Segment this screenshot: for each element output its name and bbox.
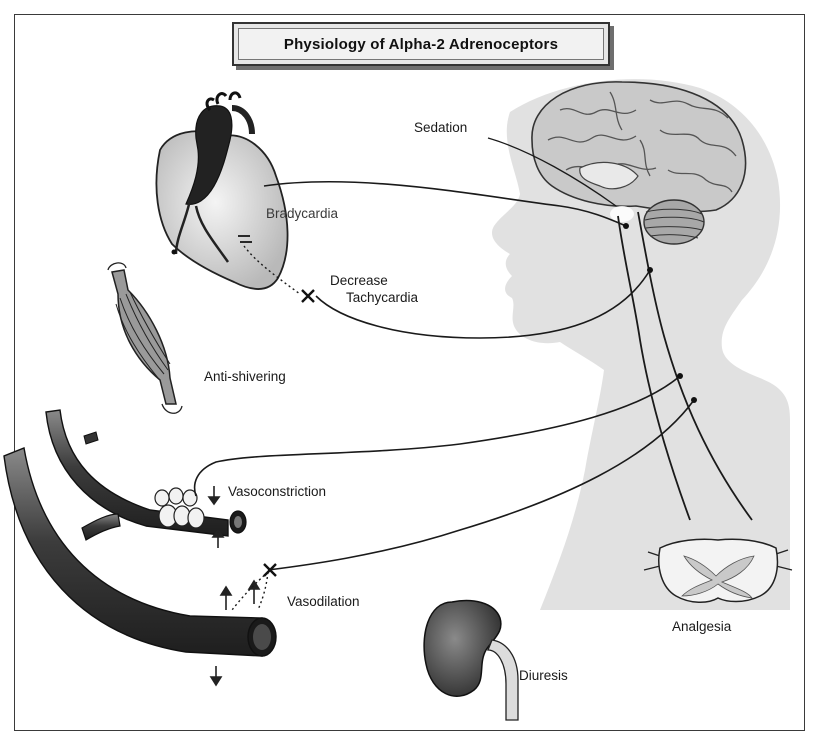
label-tachycardia: Tachycardia: [346, 290, 418, 305]
cerebellum: [644, 200, 704, 244]
heart: [156, 93, 287, 289]
blood-vessels: [4, 410, 276, 685]
label-decrease: Decrease: [330, 273, 388, 288]
label-vasoconstriction: Vasoconstriction: [228, 484, 326, 499]
label-sedation: Sedation: [414, 120, 467, 135]
kidney: [424, 601, 518, 720]
label-anti-shivering: Anti-shivering: [204, 369, 286, 384]
muscle: [108, 263, 182, 413]
diagram-title: Physiology of Alpha-2 Adrenoceptors: [284, 36, 558, 53]
label-diuresis: Diuresis: [519, 668, 568, 683]
label-vasodilation: Vasodilation: [287, 594, 360, 609]
inhibition-marks: [264, 290, 314, 576]
label-analgesia: Analgesia: [672, 619, 731, 634]
label-bradycardia: Bradycardia: [266, 206, 338, 221]
title-box: Physiology of Alpha-2 Adrenoceptors: [232, 22, 610, 66]
